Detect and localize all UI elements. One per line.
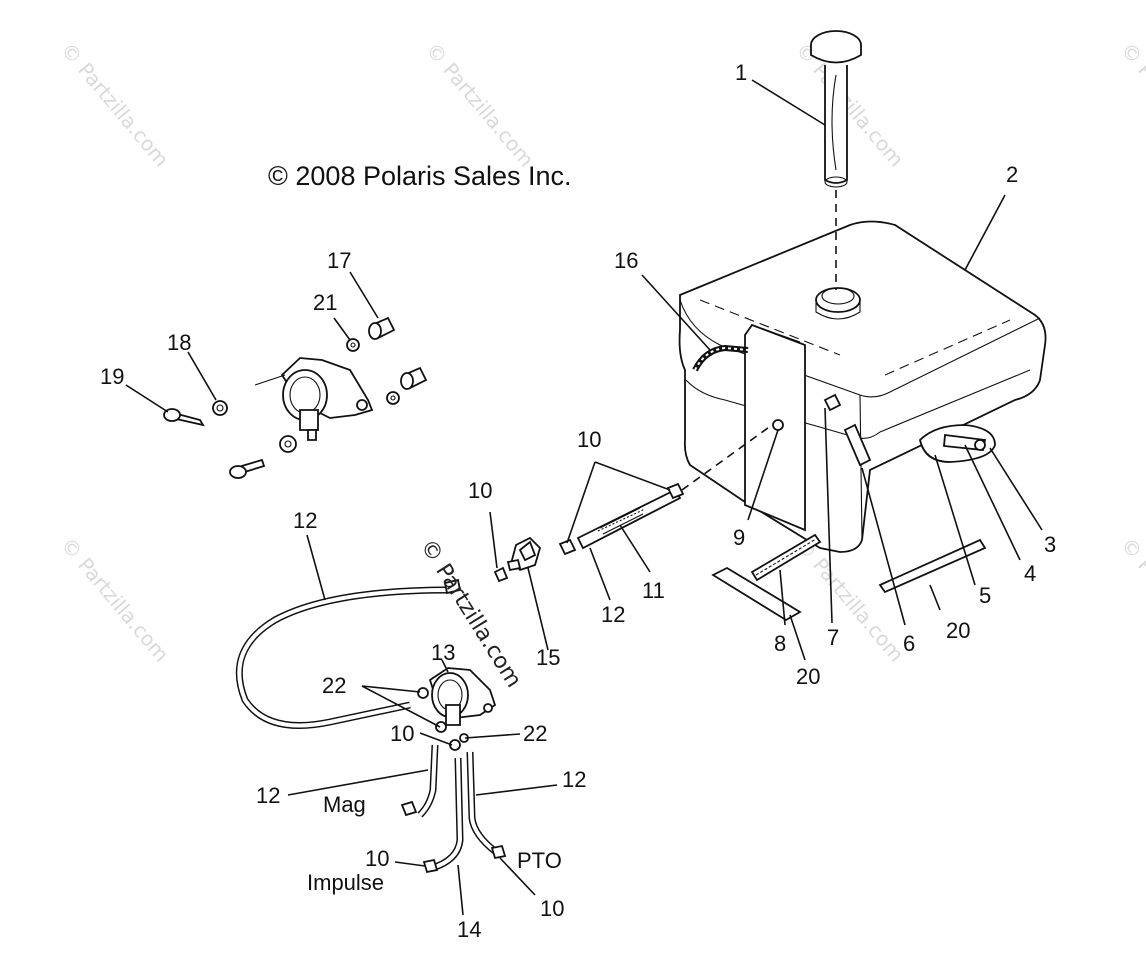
callout-22: 22 [322,673,346,698]
fuel-pickup [558,419,784,556]
upper-fuel-pump [163,316,428,479]
fuel-tank [678,220,1047,553]
callout-9: 9 [733,525,745,550]
watermark: © Partzilla.com [415,535,526,692]
callout-13: 13 [431,640,455,665]
tank-strap [750,533,822,582]
copyright-notice: © 2008 Polaris Sales Inc. [268,161,572,191]
callout-15: 15 [536,645,560,670]
callout-12: 12 [293,508,317,533]
callout-12: 12 [601,602,625,627]
callout-18: 18 [167,330,191,355]
pulse-hoses [400,744,507,874]
tank-pad [711,538,987,622]
callout-17: 17 [327,248,351,273]
fuel-line-loop [235,578,462,729]
vent-hose [692,344,749,372]
callout-21: 21 [313,290,337,315]
callout-4: 4 [1024,561,1036,586]
label-mag: Mag [323,792,366,817]
leader-lines [125,79,1043,916]
shutoff-valve [493,536,542,583]
watermark: © Partzilla.com [1116,533,1146,667]
callout-6: 6 [903,631,915,656]
callout-14: 14 [457,917,481,942]
watermark: © Partzilla.com [56,38,174,172]
callout-10: 10 [577,427,601,452]
callout-20: 20 [796,664,820,689]
callout-12: 12 [562,767,586,792]
callout-10: 10 [390,721,414,746]
callout-10: 10 [365,846,389,871]
callout-11: 11 [642,578,665,603]
callout-16: 16 [614,248,638,273]
callout-5: 5 [979,583,991,608]
callout-22: 22 [523,721,547,746]
callout-10: 10 [540,896,564,921]
callout-12: 12 [256,783,280,808]
watermark: © Partzilla.com [421,38,539,172]
label-pto: PTO [517,848,562,873]
fuel-cap-gauge [810,30,862,290]
tank-valve [919,424,996,463]
watermark: © Partzilla.com [1116,38,1146,172]
callout-2: 2 [1006,162,1018,187]
lower-fuel-pump [417,667,497,751]
label-impulse: Impulse [307,870,384,895]
callout-8: 8 [774,631,786,656]
callout-7: 7 [827,625,839,650]
watermark: © Partzilla.com [791,533,909,667]
callout-10: 10 [468,478,492,503]
callout-labels: 1 2 3 4 5 6 7 8 9 10 10 10 10 10 11 12 1… [100,60,1056,942]
callout-1: 1 [735,60,747,85]
callout-20: 20 [946,618,970,643]
callout-3: 3 [1044,532,1056,557]
watermark: © Partzilla.com [56,533,174,667]
tank-fitting [823,393,872,467]
callout-19: 19 [100,364,124,389]
